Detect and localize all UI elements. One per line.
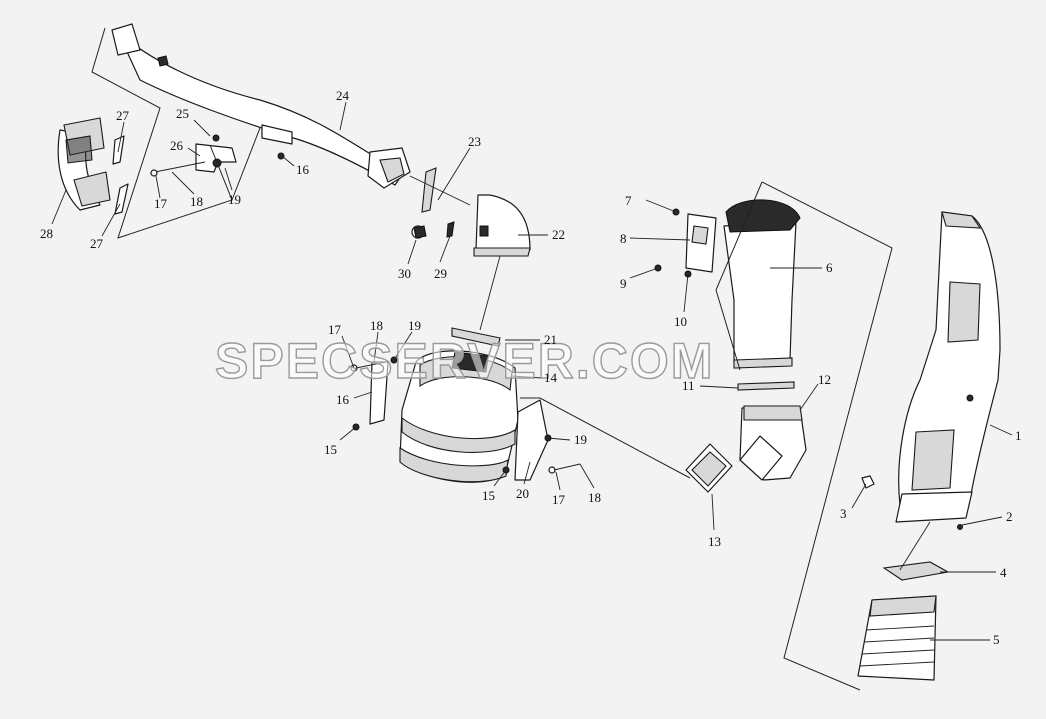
callout-15-left: 15 <box>324 442 337 457</box>
callout-5: 5 <box>993 632 1000 647</box>
callout-14: 14 <box>544 370 558 385</box>
part-29-clip <box>446 221 455 238</box>
callout-26: 26 <box>170 138 184 153</box>
part-13-gasket <box>685 443 733 493</box>
part-24-intake-hose <box>111 23 411 189</box>
part-12-elbow-duct <box>739 405 807 481</box>
callout-10: 10 <box>674 314 687 329</box>
watermark-text: SPECSERVER.COM <box>215 333 714 389</box>
callout-labels: 1 2 3 4 5 6 7 8 9 10 11 12 13 14 15 15 1… <box>40 88 1022 647</box>
part-16-bracket-left <box>369 361 389 425</box>
group-frame-left <box>91 27 233 239</box>
callout-6: 6 <box>826 260 833 275</box>
part-1-air-intake-tower <box>895 211 1001 523</box>
callout-7: 7 <box>625 193 632 208</box>
callout-18-middle: 18 <box>370 318 383 333</box>
callout-25: 25 <box>176 106 189 121</box>
callout-12: 12 <box>818 372 831 387</box>
callout-28: 28 <box>40 226 53 241</box>
part-21-gasket <box>451 327 501 347</box>
callout-4: 4 <box>1000 565 1007 580</box>
callout-19-upper: 19 <box>228 192 241 207</box>
callout-21: 21 <box>544 332 557 347</box>
callout-15-right: 15 <box>482 488 495 503</box>
callout-1: 1 <box>1015 428 1022 443</box>
part-6-inlet-duct <box>723 199 801 369</box>
part-20-bracket-right <box>514 399 549 481</box>
callout-13: 13 <box>708 534 721 549</box>
callout-30: 30 <box>398 266 411 281</box>
callout-27-lower: 27 <box>90 236 104 251</box>
callout-11: 11 <box>682 378 695 393</box>
part-11-gasket <box>737 381 795 391</box>
part-8-bracket <box>685 213 717 273</box>
callout-3: 3 <box>840 506 847 521</box>
part-16-bracket-upper <box>261 124 293 160</box>
part-26-bracket <box>150 134 237 177</box>
part-23-clamp <box>421 167 437 213</box>
callout-29: 29 <box>434 266 447 281</box>
callout-2: 2 <box>1006 509 1013 524</box>
callout-17-upper: 17 <box>154 196 168 211</box>
part-3-nut <box>861 475 875 489</box>
callout-8: 8 <box>620 231 627 246</box>
part-22-elbow <box>473 194 531 257</box>
callout-24: 24 <box>336 88 350 103</box>
callout-19-lower: 19 <box>574 432 587 447</box>
callout-18-lower: 18 <box>588 490 601 505</box>
callout-27-upper: 27 <box>116 108 130 123</box>
callout-23: 23 <box>468 134 481 149</box>
callout-20: 20 <box>516 486 529 501</box>
callout-16-upper: 16 <box>296 162 310 177</box>
part-5-bellows <box>857 595 937 681</box>
leader-lines <box>51 101 1013 641</box>
callout-19-middle: 19 <box>408 318 421 333</box>
part-28-hose-elbow <box>57 117 111 211</box>
part-4-gasket <box>882 561 950 581</box>
part-14-air-filter-housing <box>399 350 519 483</box>
callout-18-upper: 18 <box>190 194 203 209</box>
callout-9: 9 <box>620 276 627 291</box>
callout-16-left: 16 <box>336 392 350 407</box>
callout-17-lower: 17 <box>552 492 566 507</box>
part-30-sensor <box>411 225 427 239</box>
callout-17-middle: 17 <box>328 322 342 337</box>
callout-22: 22 <box>552 227 565 242</box>
